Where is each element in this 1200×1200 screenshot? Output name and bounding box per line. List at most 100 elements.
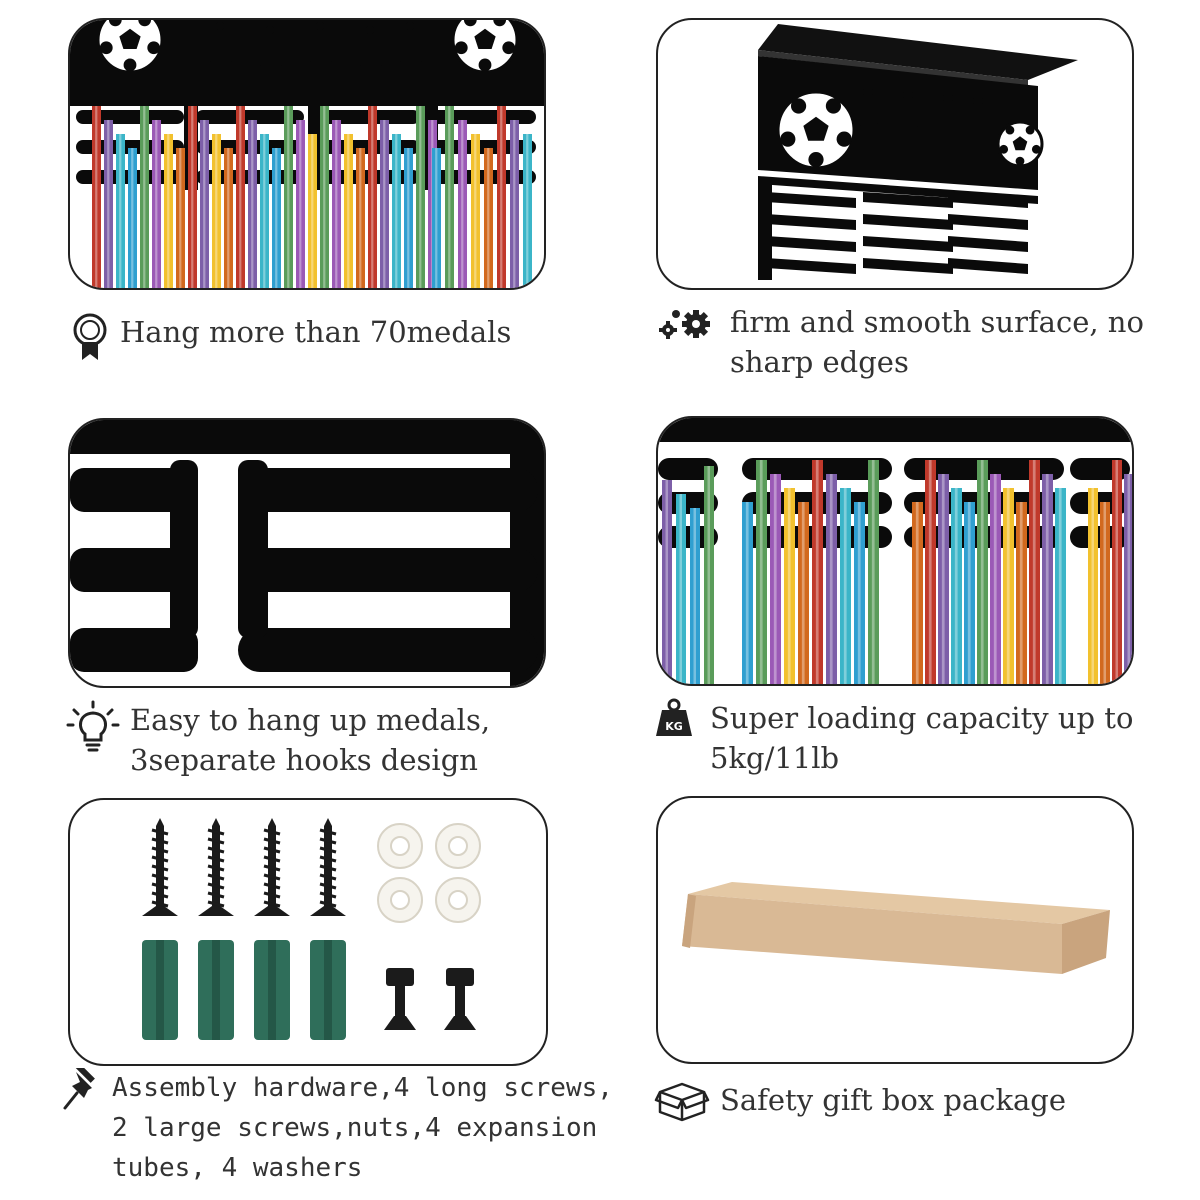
- medal-ribbon: [164, 134, 173, 288]
- ribbon-stripe: [759, 460, 763, 684]
- medal-ribbon: [1112, 460, 1122, 684]
- ribbon-stripe: [203, 120, 206, 288]
- ribbon-stripe: [155, 120, 158, 288]
- pushpin-icon: [62, 1063, 102, 1118]
- screw-thread: [263, 882, 281, 890]
- ribbon-stripe: [928, 460, 932, 684]
- screw-thread: [207, 873, 225, 881]
- screw-thread: [151, 828, 169, 836]
- ribbon-stripe: [843, 488, 847, 684]
- soccer-ball-patch: [119, 28, 141, 50]
- screw-thread: [151, 837, 169, 845]
- ribbon-stripe: [1045, 474, 1049, 684]
- hook-bar: [658, 526, 718, 548]
- medal-ribbon: [977, 460, 988, 684]
- medal-ribbon: [690, 508, 700, 684]
- medal-ribbon: [938, 474, 949, 684]
- gears-icon: [654, 302, 714, 346]
- soccer-ball-patch: [454, 41, 468, 55]
- ribbon-stripe: [815, 460, 819, 684]
- ribbon-stripe: [323, 106, 326, 288]
- hook-bar: [766, 192, 856, 208]
- medal-ribbon: [964, 502, 975, 684]
- feature-caption-2: firm and smooth surface, no sharp edges: [654, 302, 1144, 382]
- hook-bar: [70, 628, 198, 672]
- medal-ribbon: [840, 488, 851, 684]
- medal-icon: [70, 312, 110, 366]
- hook-bar: [948, 192, 1028, 208]
- hook-bar: [948, 214, 1028, 230]
- medal-ribbon: [854, 502, 865, 684]
- hook-bar: [70, 548, 198, 592]
- feature-text: firm and smooth surface, no sharp edges: [730, 305, 1144, 379]
- ribbon-stripe: [513, 120, 516, 288]
- soccer-ball-patch: [1025, 125, 1035, 135]
- ribbon-stripe: [371, 106, 374, 288]
- ribbon-stripe: [119, 134, 122, 288]
- soccer-ball-patch: [474, 28, 496, 50]
- medal-ribbon: [1088, 488, 1098, 684]
- medal-ribbon: [1100, 502, 1110, 684]
- feature-text: Assembly hardware,4 long screws, 2 large…: [112, 1073, 613, 1183]
- ribbon-stripe: [263, 134, 266, 288]
- medal-ribbon: [1124, 474, 1132, 684]
- tube-ridge: [212, 940, 220, 1040]
- feature-text: Easy to hang up medals, 3separate hooks …: [130, 703, 491, 777]
- ribbon-stripe: [275, 148, 278, 288]
- medal-ribbon: [296, 120, 305, 288]
- screw-thread: [151, 873, 169, 881]
- feature-caption-3: Easy to hang up medals, 3separate hooks …: [66, 700, 490, 780]
- medal-ribbon: [116, 134, 125, 288]
- medal-ribbon: [320, 106, 329, 288]
- medal-ribbon: [368, 106, 377, 288]
- screw-thread: [207, 828, 225, 836]
- screw-thread: [263, 846, 281, 854]
- player-head: [903, 90, 913, 100]
- box-edge: [682, 894, 696, 948]
- ribbon-stripe: [407, 148, 410, 288]
- hook-bar: [766, 214, 856, 230]
- panel-loading-capacity: [656, 416, 1134, 686]
- feature-caption-4: KG Super loading capacity up to 5kg/11lb: [654, 698, 1133, 778]
- ribbon-stripe: [383, 120, 386, 288]
- player-silhouette: [207, 31, 235, 71]
- screw-thread: [263, 828, 281, 836]
- panel-gift-box: [656, 796, 1134, 1064]
- screw-thread: [207, 882, 225, 890]
- hook-divider: [238, 460, 268, 638]
- hooks-closeup-image: [70, 420, 544, 686]
- tube-ridge: [268, 940, 276, 1040]
- ribbon-stripe: [857, 502, 861, 684]
- screw-thread: [263, 900, 281, 908]
- player-silhouette: [307, 31, 335, 71]
- player-silhouette: [894, 101, 924, 145]
- ribbon-stripe: [679, 494, 682, 684]
- ribbon-stripe: [693, 508, 696, 684]
- screw-thread: [319, 864, 337, 872]
- soccer-ball-patch: [493, 20, 507, 27]
- ribbon-stripe: [665, 480, 668, 684]
- ribbon-stripe: [745, 502, 749, 684]
- medal-ribbon: [471, 134, 480, 288]
- medal-ribbon: [990, 474, 1001, 684]
- washer-hole: [448, 890, 468, 910]
- medal-ribbon: [404, 148, 413, 288]
- hook-bar: [863, 258, 953, 274]
- medal-ribbon: [104, 120, 113, 288]
- soccer-ball-patch: [999, 144, 1009, 154]
- hook-bar: [863, 192, 953, 208]
- medal-ribbon: [200, 120, 209, 288]
- medal-ribbon: [308, 134, 317, 288]
- rack-rail: [658, 418, 1132, 442]
- player-head: [405, 21, 415, 31]
- loaded-rack-image: [658, 418, 1132, 684]
- medal-ribbon: [912, 502, 923, 684]
- medal-ribbon: [484, 148, 493, 288]
- screw-thread: [263, 855, 281, 863]
- ribbon-stripe: [980, 460, 984, 684]
- ribbon-stripe: [1127, 474, 1130, 684]
- washer-hole: [390, 890, 410, 910]
- nut: [386, 968, 414, 986]
- hook-bar: [658, 458, 718, 480]
- player-head: [863, 87, 873, 97]
